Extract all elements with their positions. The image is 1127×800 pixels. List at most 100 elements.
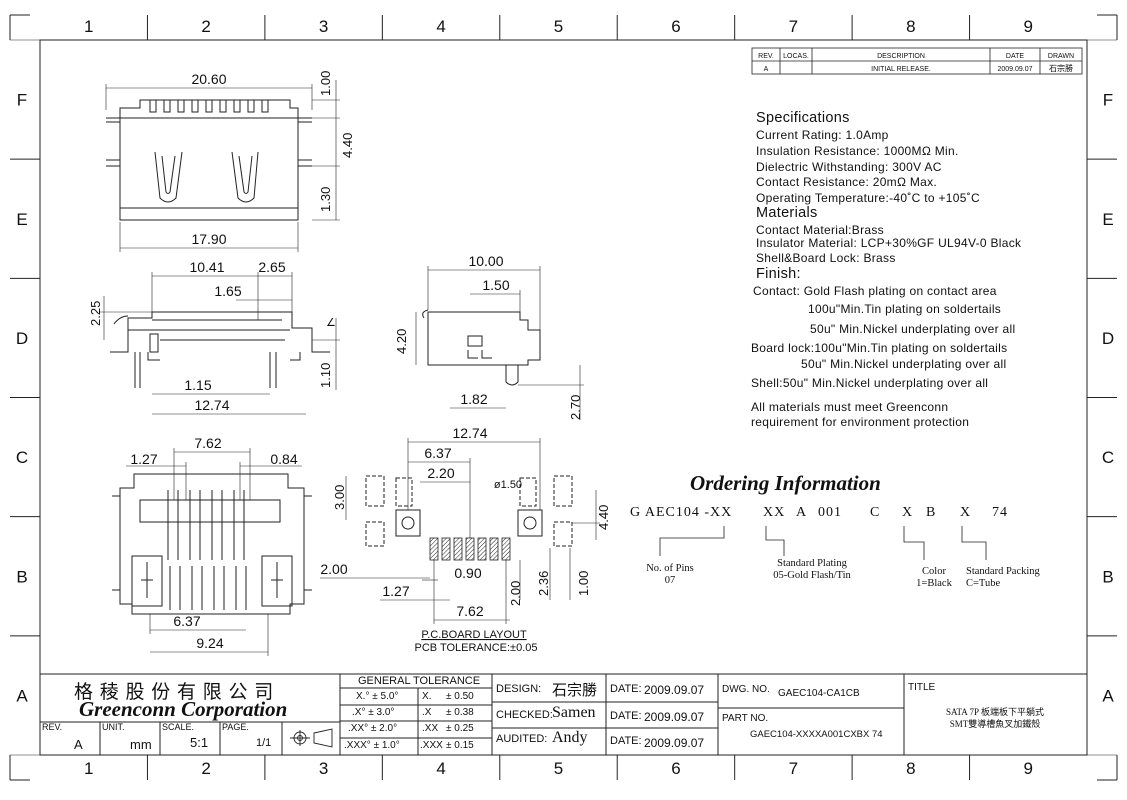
column-label: 3 bbox=[319, 17, 328, 36]
column-label: 4 bbox=[436, 17, 445, 36]
ordering-code-b: B bbox=[926, 505, 937, 520]
dim-top-width: 20.60 bbox=[191, 71, 226, 87]
tol-value: ± 0.25 bbox=[446, 723, 474, 734]
dim-pcb-440: 4.40 bbox=[596, 505, 611, 530]
column-label: 2 bbox=[201, 759, 210, 778]
drawn-value: 石宗勝 bbox=[1049, 63, 1073, 73]
row-label: C bbox=[1102, 448, 1114, 467]
column-label: 7 bbox=[789, 759, 798, 778]
tol-dim: .X bbox=[422, 707, 432, 718]
pcb-layout bbox=[365, 475, 573, 547]
column-label: 2 bbox=[201, 17, 210, 36]
dim-pcb-200-h: 2.00 bbox=[320, 561, 347, 577]
dim-pcb-200-v: 2.00 bbox=[508, 581, 523, 606]
date-label: DATE: bbox=[610, 735, 642, 747]
row-label: C bbox=[16, 448, 28, 467]
ordering-leaders bbox=[659, 526, 987, 560]
dim-top-130: 1.30 bbox=[318, 187, 333, 212]
dim-top-100: 1.00 bbox=[318, 71, 333, 96]
dim-pcb-127: 1.27 bbox=[382, 583, 409, 599]
label-text: No. of Pins bbox=[646, 563, 694, 574]
pcb-layout-title: P.C.BOARD LAYOUT bbox=[421, 629, 527, 641]
ordering-code-74: 74 bbox=[992, 505, 1008, 520]
note-line: requirement for environment protection bbox=[751, 415, 970, 429]
label-text: Standard Plating bbox=[777, 558, 847, 569]
row-label: E bbox=[1102, 210, 1113, 229]
page-value: 1/1 bbox=[256, 737, 272, 749]
design-value: 石宗勝 bbox=[552, 683, 598, 699]
design-label: DESIGN: bbox=[496, 683, 542, 695]
front-view bbox=[112, 473, 312, 615]
column-label: 6 bbox=[671, 759, 680, 778]
row-label: D bbox=[1102, 329, 1114, 348]
dim-side-1274: 12.74 bbox=[194, 397, 229, 413]
column-label: 9 bbox=[1024, 17, 1033, 36]
column-label: 8 bbox=[906, 17, 915, 36]
dim-side-110: 1.10 bbox=[318, 363, 333, 388]
row-label: B bbox=[16, 567, 27, 586]
side-dims bbox=[100, 272, 340, 415]
dim-pcb-dia: ø1.50 bbox=[494, 479, 522, 491]
row-label: E bbox=[16, 210, 27, 229]
unit-label: UNIT. bbox=[102, 722, 125, 732]
finish-line: Board lock:100u"Min.Tin plating on solde… bbox=[751, 341, 1008, 355]
dwg-no-value: GAEC104-CA1CB bbox=[778, 688, 860, 699]
ordering-code-001: 001 bbox=[818, 505, 842, 520]
company-name-cn: 格 稜 股 份 有 限 公 司 bbox=[74, 682, 275, 703]
angle-mark: ∠ bbox=[326, 317, 336, 329]
dim-end-420: 4.20 bbox=[394, 329, 409, 354]
company-name-en: Greenconn Corporation bbox=[79, 697, 288, 721]
ordering-code-c: C bbox=[870, 505, 881, 520]
date-audited: 2009.09.07 bbox=[644, 736, 705, 750]
tol-value: ± 0.15 bbox=[446, 740, 474, 751]
front-dims bbox=[126, 448, 302, 656]
revision-table bbox=[751, 47, 1083, 75]
end-view bbox=[422, 309, 541, 386]
spec-line: Current Rating: 1.0Amp bbox=[756, 128, 889, 142]
part-no-label: PART NO. bbox=[722, 713, 769, 724]
row-label: A bbox=[16, 686, 28, 705]
label-text: Color bbox=[922, 566, 946, 577]
column-label: 9 bbox=[1024, 759, 1033, 778]
dim-side-225: 2.25 bbox=[88, 301, 103, 326]
ordering-code-a: A bbox=[796, 505, 808, 520]
scale-value: 5:1 bbox=[190, 735, 209, 750]
tolerance-title: GENERAL TOLERANCE bbox=[358, 675, 481, 687]
top-dims bbox=[105, 80, 340, 252]
dim-front-762: 7.62 bbox=[194, 435, 221, 451]
spec-line: Insulation Resistance: 1000MΩ Min. bbox=[756, 144, 959, 158]
ordering-title: Ordering Information bbox=[690, 471, 881, 495]
pcb-tolerance: PCB TOLERANCE:±0.05 bbox=[414, 642, 537, 654]
rev-col-header: REV. bbox=[758, 53, 774, 60]
side-view bbox=[110, 311, 330, 388]
column-label: 5 bbox=[554, 759, 563, 778]
column-label: 1 bbox=[84, 759, 93, 778]
title-block bbox=[39, 673, 1088, 756]
column-label: 5 bbox=[554, 17, 563, 36]
material-line: Insulator Material: LCP+30%GF UL94V-0 Bl… bbox=[756, 236, 1022, 250]
audited-value: Andy bbox=[552, 729, 588, 746]
checked-label: CHECKED: bbox=[496, 709, 553, 721]
ordering-code-base: G AEC104 -XX bbox=[630, 505, 733, 520]
column-label: 7 bbox=[789, 17, 798, 36]
dim-end-270: 2.70 bbox=[568, 395, 583, 420]
date-checked: 2009.09.07 bbox=[644, 710, 705, 724]
title-line-2: SMT雙導槽魚叉加鐵殼 bbox=[949, 719, 1041, 729]
spec-line: Dielectric Withstanding: 300V AC bbox=[756, 160, 942, 174]
dim-end-1000: 10.00 bbox=[468, 253, 503, 269]
date-label: DATE: bbox=[610, 710, 642, 722]
finish-title: Finish: bbox=[756, 266, 801, 282]
dim-pcb-300: 3.00 bbox=[332, 485, 347, 510]
dim-end-150: 1.50 bbox=[482, 277, 509, 293]
dim-pcb-762: 7.62 bbox=[456, 603, 483, 619]
materials-title: Materials bbox=[756, 205, 818, 221]
spec-title: Specifications bbox=[756, 110, 850, 126]
dim-top-440: 4.40 bbox=[340, 133, 355, 158]
checked-value: Samen bbox=[552, 704, 596, 721]
dim-side-115: 1.15 bbox=[184, 377, 211, 393]
label-text: Standard Packing bbox=[966, 566, 1040, 577]
